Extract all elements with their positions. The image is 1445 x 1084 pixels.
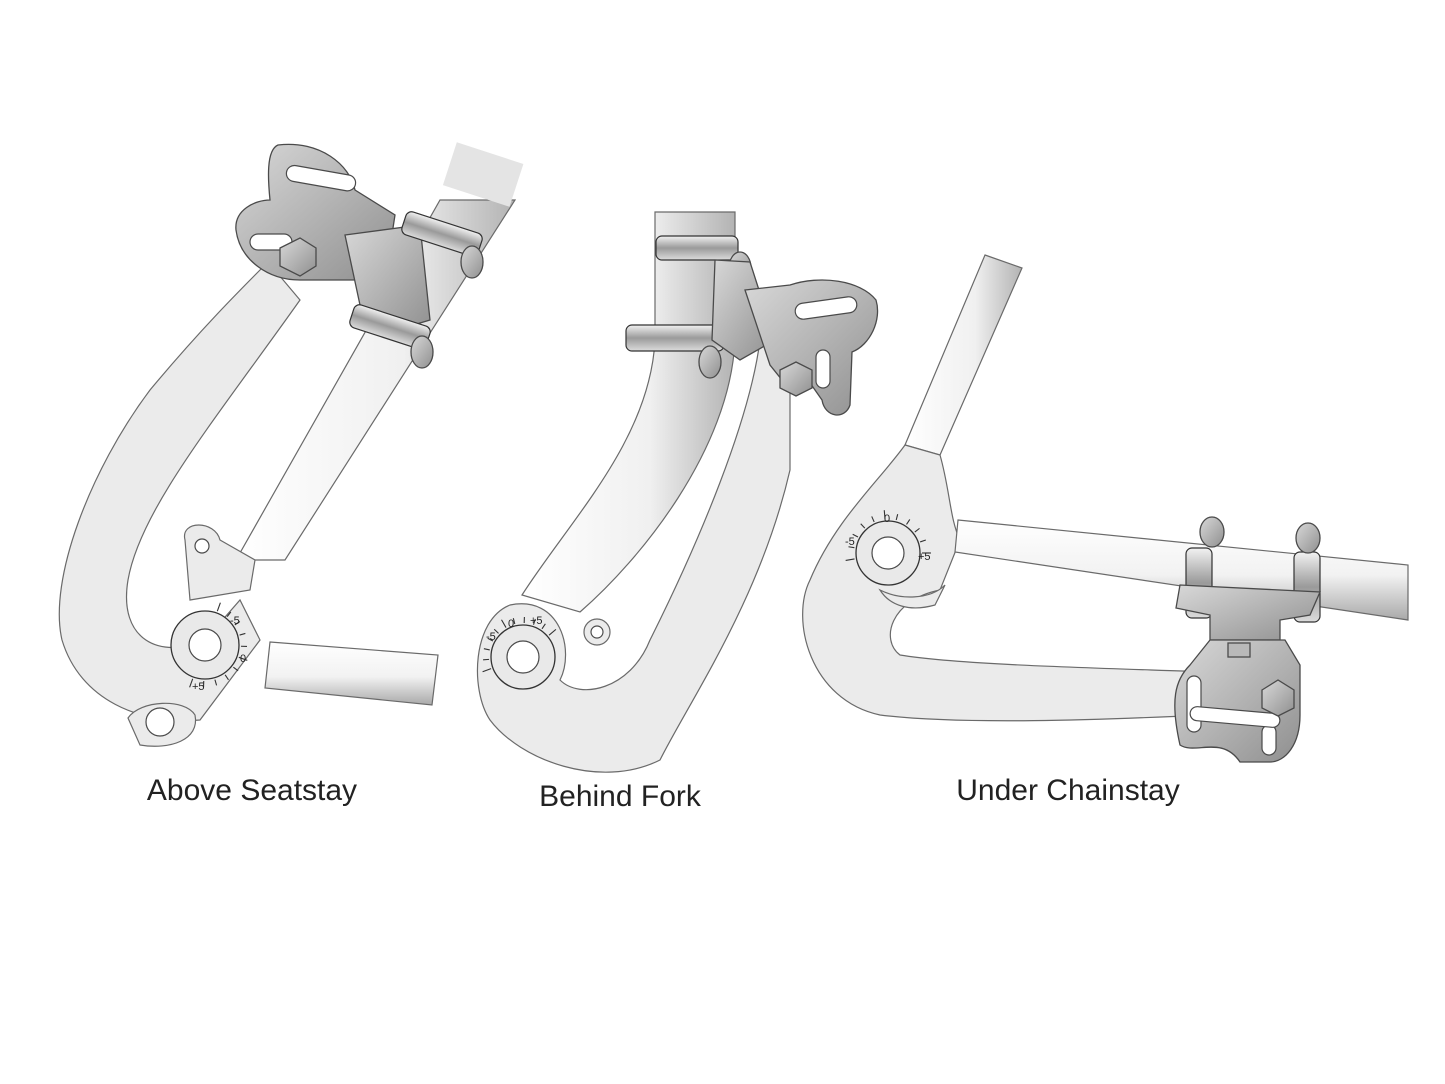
dial-scale bbox=[845, 510, 931, 562]
plate-slot-mid bbox=[1189, 706, 1281, 728]
dial-scale bbox=[482, 617, 557, 673]
dropout-frame bbox=[802, 444, 1211, 722]
dial-tick bbox=[487, 637, 494, 642]
caption-behind-fork: Behind Fork bbox=[539, 780, 702, 813]
adjustment-dial bbox=[490, 624, 556, 690]
seatstay-tube bbox=[904, 254, 1023, 456]
dial-tick bbox=[216, 602, 221, 612]
panel-above-seatstay: -5 0 +5 Above Seatstay bbox=[58, 142, 524, 807]
dial-label-plus: +5 bbox=[918, 551, 931, 563]
plate-bolt-icon bbox=[779, 361, 813, 397]
seatstay-tube-cap bbox=[442, 142, 524, 207]
plate-slot bbox=[285, 164, 357, 192]
clamp-bracket bbox=[1175, 584, 1321, 641]
plate-slot-lower bbox=[1261, 724, 1277, 756]
plate-slot bbox=[794, 296, 858, 320]
hose-clamp-lower bbox=[349, 304, 434, 369]
dial-tick bbox=[906, 519, 911, 525]
dial-tick bbox=[919, 539, 926, 543]
dial-tick bbox=[238, 656, 248, 661]
panel-behind-fork: -5 0 +5 Behind Fork bbox=[476, 211, 879, 813]
chainstay-tube bbox=[264, 641, 439, 706]
dial-tick bbox=[860, 523, 866, 529]
dial-label-plus: +5 bbox=[192, 681, 205, 693]
hose-clamp-lower bbox=[625, 324, 725, 379]
dial-tick bbox=[226, 611, 232, 617]
dial-tick bbox=[482, 668, 492, 673]
dial-tick bbox=[914, 527, 920, 533]
dial-tick bbox=[483, 648, 490, 651]
dial-scale bbox=[189, 602, 248, 688]
dial-label-zero: 0 bbox=[240, 653, 246, 665]
dial-tick bbox=[214, 679, 218, 686]
dial-tick bbox=[501, 619, 507, 628]
dial-tick bbox=[852, 533, 859, 538]
dial-tick bbox=[883, 510, 886, 520]
dial-tick bbox=[512, 618, 516, 625]
dial-tick bbox=[871, 516, 875, 523]
adjustment-dial bbox=[855, 520, 921, 586]
dropout-hook bbox=[878, 584, 946, 609]
dial-label-zero: 0 bbox=[508, 618, 514, 630]
dropout-frame bbox=[476, 329, 791, 773]
dial-label-minus: -5 bbox=[845, 536, 855, 548]
plate-slot-lower bbox=[815, 349, 831, 389]
dial-label-zero: 0 bbox=[884, 513, 890, 525]
adjustment-dial bbox=[170, 610, 240, 680]
dial-tick bbox=[239, 632, 246, 636]
plate-nut bbox=[1227, 642, 1251, 658]
dial-label-minus: -5 bbox=[230, 615, 240, 627]
dial-label-minus: -5 bbox=[486, 631, 496, 643]
dial-tick bbox=[541, 623, 546, 630]
dial-tick bbox=[224, 674, 229, 681]
derailleur-hanger bbox=[184, 524, 256, 601]
dial-tick bbox=[234, 621, 241, 626]
plate-slot bbox=[1186, 675, 1202, 733]
hanger-hole bbox=[194, 538, 210, 554]
caption-above-seatstay: Above Seatstay bbox=[147, 774, 357, 807]
dial-tick bbox=[233, 666, 239, 672]
hose-clamp-upper bbox=[401, 211, 484, 279]
hanger-hole-inner bbox=[590, 625, 604, 639]
fork-tube bbox=[521, 211, 736, 613]
hanger-eye-hole bbox=[145, 707, 175, 737]
plate-bolt-icon bbox=[279, 237, 317, 277]
dial-label-plus: +5 bbox=[530, 615, 543, 627]
caption-under-chainstay: Under Chainstay bbox=[956, 774, 1179, 807]
dial-tick bbox=[848, 546, 855, 549]
panel-under-chainstay: -5 0 +5 Under Chainstay bbox=[802, 254, 1409, 807]
dial-tick bbox=[493, 628, 499, 634]
dial-tick bbox=[895, 514, 899, 521]
dial-tick bbox=[845, 558, 855, 562]
plate-bolt-icon bbox=[1261, 679, 1295, 717]
dial-tick bbox=[189, 678, 194, 688]
clamp-bracket bbox=[711, 259, 776, 361]
dial-tick bbox=[532, 618, 536, 625]
dial-tick bbox=[548, 628, 557, 636]
